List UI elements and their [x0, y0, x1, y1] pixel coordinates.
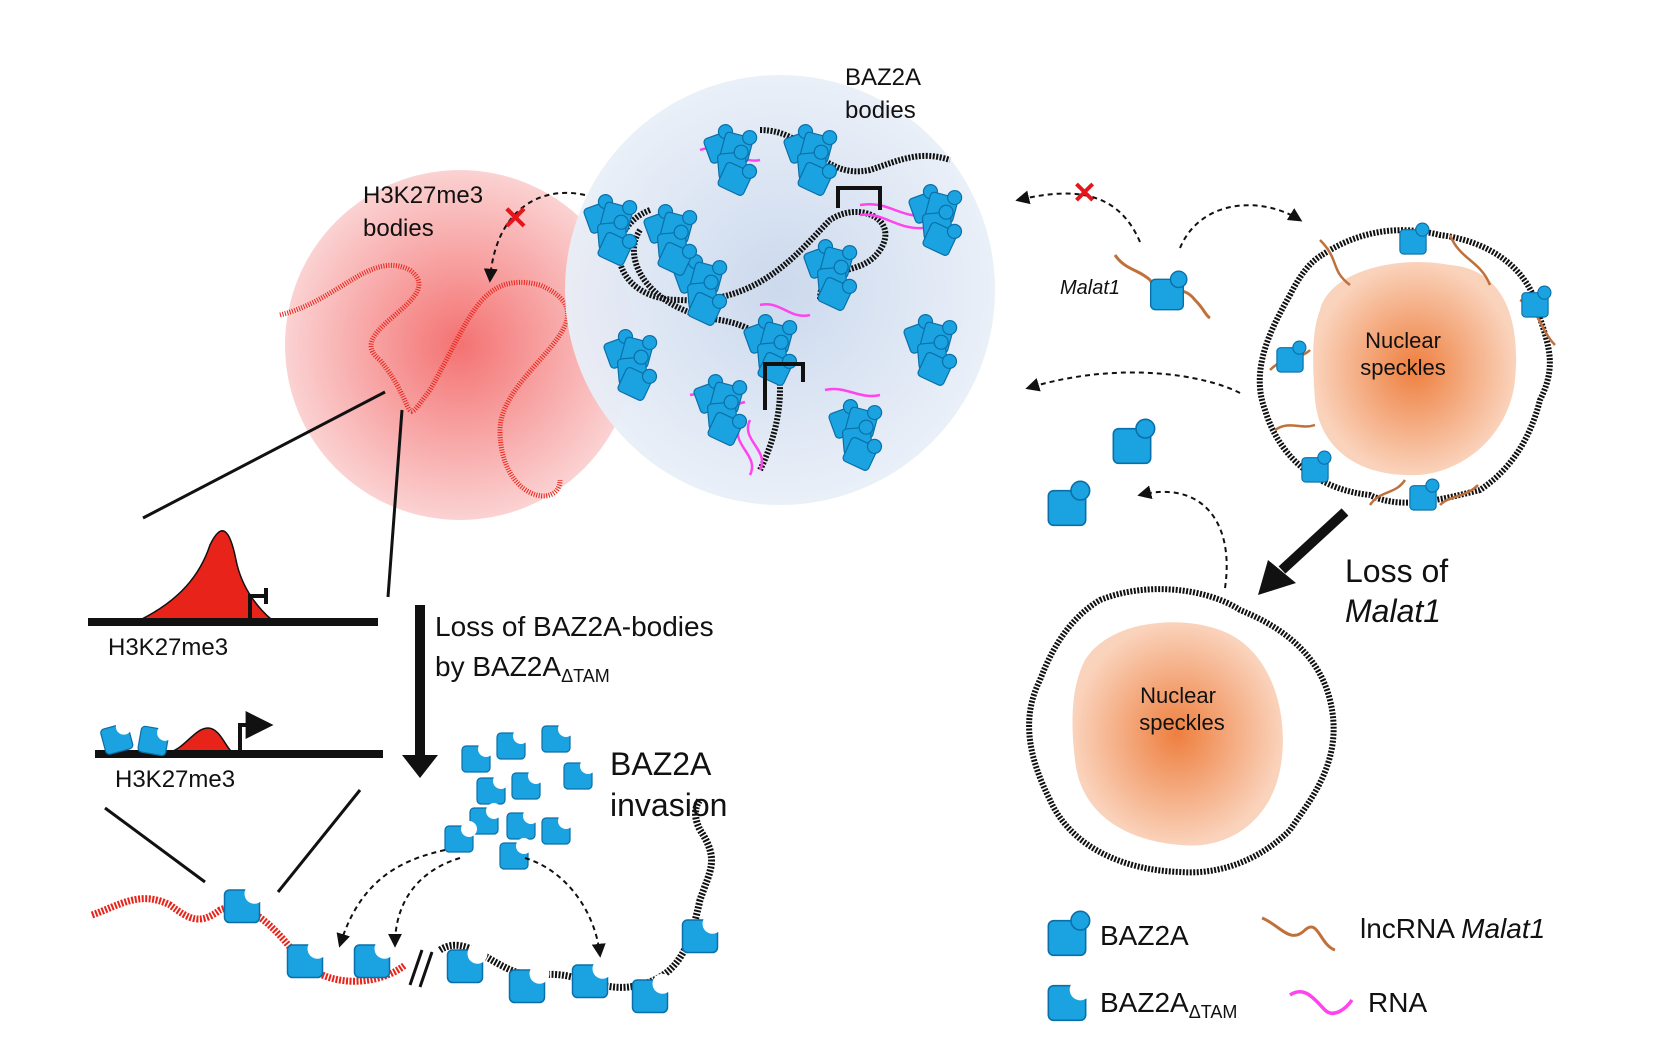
free-baz2a — [1112, 418, 1156, 465]
loss-baz2a-label-l2: by BAZ2AΔTAM — [435, 651, 610, 686]
legend-baz2a-dtam-sub: ΔTAM — [1189, 1002, 1238, 1022]
legend-rna-icon — [1289, 989, 1354, 1015]
legend-lncrna-ital: Malat1 — [1461, 913, 1545, 944]
malat1-label: Malat1 — [1060, 277, 1120, 299]
loss-malat1-arrow — [1278, 508, 1349, 574]
gene-track-top — [88, 530, 378, 626]
inhibition-cross-icon: ✕ — [502, 200, 529, 236]
blocked-arrow-right — [1015, 190, 1141, 243]
invasion-arrow-1 — [336, 849, 446, 948]
legend-baz2a-icon — [1047, 910, 1091, 957]
invasion-label-l1: BAZ2A — [610, 746, 712, 782]
legend-lncrna-label: lncRNA Malat1 — [1360, 913, 1545, 944]
loss-baz2a-sub: ΔTAM — [561, 666, 610, 686]
legend-lncrna-main: lncRNA — [1360, 913, 1461, 944]
nuclear-speckle-top — [1256, 222, 1556, 511]
legend: BAZ2A BAZ2AΔTAM lncRNA Malat1 RNA — [1047, 910, 1545, 1022]
zoom-line — [276, 789, 362, 893]
speckles-bottom-l2: speckles — [1139, 710, 1225, 735]
h3k27me3-body — [279, 170, 635, 520]
speckles-bottom-l1: Nuclear — [1140, 683, 1216, 708]
free-baz2a — [1047, 480, 1091, 527]
baz2a-bodies-label-l2: bodies — [845, 97, 916, 124]
zoom-line — [104, 806, 206, 884]
h3k27me3-bottom-label: H3K27me3 — [115, 766, 235, 793]
bottom-chromatin — [90, 797, 724, 1014]
baz2a-bodies-label-l1: BAZ2A — [845, 64, 921, 91]
invasion-arrow-3 — [524, 857, 606, 958]
baz2a-release-arrow — [1137, 485, 1228, 589]
h3k27me3-bodies-label-l1: H3K27me3 — [363, 182, 483, 209]
gene-track-bottom — [95, 711, 383, 758]
legend-baz2a-dtam-label: BAZ2AΔTAM — [1100, 987, 1237, 1022]
loss-malat1-l1: Loss of — [1345, 553, 1448, 589]
invasion-arrow-2 — [388, 857, 461, 948]
legend-baz2a-label: BAZ2A — [1100, 920, 1189, 951]
inhibition-cross-icon: ✕ — [1072, 177, 1097, 210]
speckles-top-l2: speckles — [1360, 355, 1446, 380]
nuclear-speckle-bottom — [1026, 586, 1337, 876]
zoom-line — [142, 390, 386, 520]
loss-malat1-l2: Malat1 — [1345, 593, 1441, 629]
legend-rna-label: RNA — [1368, 987, 1427, 1018]
loss-baz2a-label-l1: Loss of BAZ2A-bodies — [435, 611, 714, 642]
speckles-top-l1: Nuclear — [1365, 328, 1441, 353]
baz2a-body — [565, 75, 995, 505]
legend-baz2a-dtam-icon — [1047, 978, 1092, 1022]
baz2a-return-arrow — [1025, 371, 1241, 394]
blocked-arrow-left — [483, 191, 586, 283]
h3k27me3-bodies-label-l2: bodies — [363, 215, 434, 242]
malat1-speckle-arrow — [1179, 204, 1303, 249]
baz2a-dtam-invasion — [444, 720, 597, 870]
h3k27me3-top-label: H3K27me3 — [108, 634, 228, 661]
loss-baz2a-main: by BAZ2A — [435, 651, 561, 682]
legend-lncrna-icon — [1261, 916, 1336, 952]
invasion-label-l2: invasion — [610, 787, 727, 823]
legend-baz2a-dtam-main: BAZ2A — [1100, 987, 1189, 1018]
zoom-line — [386, 409, 404, 598]
malat1-baz2a — [1113, 254, 1211, 320]
